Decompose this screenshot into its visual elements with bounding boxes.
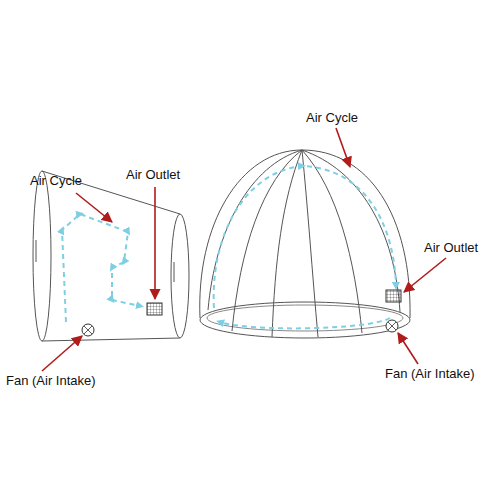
leader-arrows (42, 128, 446, 371)
tent-outline (33, 150, 410, 341)
air-outlets (147, 290, 401, 315)
air-cycle-flow (62, 166, 396, 328)
callout-label: Fan (Air Intake) (385, 366, 475, 382)
callout-label: Air Cycle (306, 110, 358, 126)
fan-intakes (82, 320, 398, 336)
callout-label: Air Outlet (126, 167, 180, 183)
callout-label: Air Cycle (30, 173, 82, 189)
callout-label: Fan (Air Intake) (6, 373, 96, 389)
callout-label: Air Outlet (424, 240, 478, 256)
